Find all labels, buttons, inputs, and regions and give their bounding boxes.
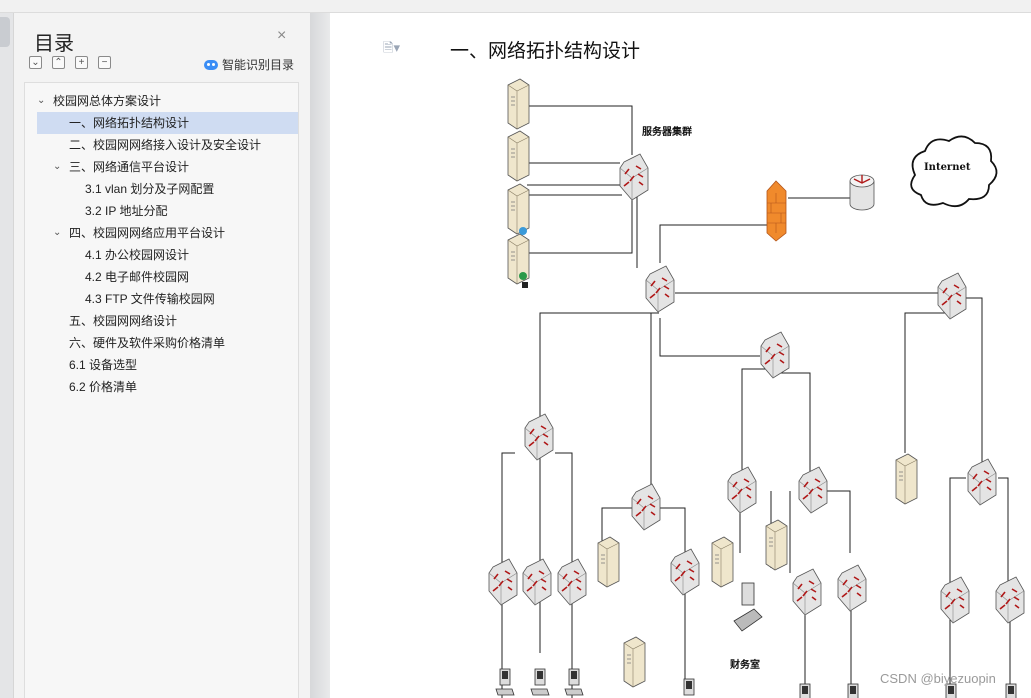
toc-item-label: 一、网络拓扑结构设计 bbox=[69, 116, 190, 130]
finance-room-label: 财务室 bbox=[729, 658, 760, 671]
toc-item-label: 六、硬件及软件采购价格清单 bbox=[69, 336, 226, 350]
ai-cloud-icon bbox=[204, 59, 218, 70]
toc-item-label: 五、校园网网络设计 bbox=[69, 314, 178, 328]
switch-icon bbox=[940, 576, 970, 624]
internet-cloud-icon bbox=[910, 135, 998, 208]
smart-toc-label: 智能识别目录 bbox=[222, 58, 295, 72]
toc-item-label: 3.2 IP 地址分配 bbox=[85, 204, 168, 218]
toc-item[interactable]: ⌄ 四、校园网网络应用平台设计 bbox=[25, 222, 298, 244]
watermark: CSDN @biyezuopin bbox=[880, 671, 996, 686]
document-icon[interactable]: 🗎▾ bbox=[383, 40, 400, 55]
server-icon bbox=[711, 536, 734, 588]
toc-item-label: 3.1 vlan 划分及子网配置 bbox=[85, 182, 215, 196]
server-cluster-label: 服务器集群 bbox=[642, 125, 692, 138]
toc-item-label: 4.2 电子邮件校园网 bbox=[85, 270, 190, 284]
chevron-down-icon[interactable]: ⌄ bbox=[53, 161, 62, 172]
switch-icon bbox=[837, 564, 867, 612]
left-rail bbox=[0, 13, 14, 698]
switch-icon bbox=[760, 331, 790, 379]
switch-icon bbox=[670, 548, 700, 596]
toc-item-label: 三、网络通信平台设计 bbox=[69, 160, 190, 174]
add-heading-icon[interactable]: + bbox=[75, 56, 88, 69]
switch-icon bbox=[631, 483, 661, 531]
switch-icon bbox=[645, 265, 675, 313]
toc-item-label: 4.3 FTP 文件传输校园网 bbox=[85, 292, 215, 306]
server-icon bbox=[765, 519, 788, 571]
toc-title: 目录 bbox=[34, 33, 74, 55]
toc-item[interactable]: ⌄ 三、网络通信平台设计 bbox=[25, 156, 298, 178]
internet-label: Internet bbox=[924, 162, 971, 173]
server-icon bbox=[507, 78, 530, 130]
server-icon bbox=[597, 536, 620, 588]
toc-item[interactable]: 六、硬件及软件采购价格清单 bbox=[25, 332, 298, 354]
toc-item-root[interactable]: ⌄ 校园网总体方案设计 bbox=[25, 90, 298, 112]
collapse-all-icon[interactable]: ⌄ bbox=[29, 56, 42, 69]
switch-icon bbox=[619, 153, 649, 201]
network-topology-diagram: 服务器集群 Internet 财务室 bbox=[488, 78, 1025, 698]
switch-icon bbox=[524, 413, 554, 461]
toc-item-label: 4.1 办公校园网设计 bbox=[85, 248, 190, 262]
chevron-down-icon[interactable]: ⌄ bbox=[53, 227, 62, 238]
server-icon bbox=[895, 453, 918, 505]
remove-heading-icon[interactable]: − bbox=[98, 56, 111, 69]
pc-icon bbox=[679, 678, 699, 698]
pc-icon bbox=[495, 668, 515, 696]
close-icon[interactable]: × bbox=[277, 27, 287, 44]
toc-panel: 目录 × ⌄ ⌃ + − 智能识别目录 ⌄ 校园网总体方案设计 一、网络拓扑结构… bbox=[14, 13, 310, 698]
switch-icon bbox=[967, 458, 997, 506]
switch-icon bbox=[937, 272, 967, 320]
toc-item[interactable]: 3.2 IP 地址分配 bbox=[25, 200, 298, 222]
phone-icon bbox=[733, 582, 763, 632]
section-heading: 一、网络拓扑结构设计 bbox=[450, 40, 641, 62]
pc-icon bbox=[1001, 683, 1021, 698]
toc-item-label: 四、校园网网络应用平台设计 bbox=[69, 226, 226, 240]
toc-item[interactable]: 二、校园网网络接入设计及安全设计 bbox=[25, 134, 298, 156]
switch-icon bbox=[727, 466, 757, 514]
expand-level-icon[interactable]: ⌃ bbox=[52, 56, 65, 69]
toc-item-label: 6.2 价格清单 bbox=[69, 380, 138, 394]
switch-icon bbox=[488, 558, 518, 606]
switch-icon bbox=[557, 558, 587, 606]
top-toolbar-strip bbox=[0, 0, 1031, 13]
pc-icon bbox=[564, 668, 584, 696]
switch-icon bbox=[995, 576, 1025, 624]
toc-item[interactable]: 3.1 vlan 划分及子网配置 bbox=[25, 178, 298, 200]
toc-item-active[interactable]: 一、网络拓扑结构设计 bbox=[37, 112, 298, 134]
smart-toc-button[interactable]: 智能识别目录 bbox=[204, 56, 294, 73]
toc-toolbar: ⌄ ⌃ + − bbox=[29, 56, 111, 69]
toc-list: ⌄ 校园网总体方案设计 一、网络拓扑结构设计 二、校园网网络接入设计及安全设计 … bbox=[24, 82, 299, 698]
pc-icon bbox=[941, 683, 961, 698]
switch-icon bbox=[522, 558, 552, 606]
toc-item[interactable]: 4.1 办公校园网设计 bbox=[25, 244, 298, 266]
panel-splitter[interactable] bbox=[310, 13, 330, 698]
router-icon bbox=[849, 174, 875, 211]
server-icon bbox=[623, 636, 646, 688]
toc-item[interactable]: 五、校园网网络设计 bbox=[25, 310, 298, 332]
pc-icon bbox=[530, 668, 550, 696]
toc-item-label: 6.1 设备选型 bbox=[69, 358, 138, 372]
toc-item-label: 校园网总体方案设计 bbox=[53, 94, 162, 108]
chevron-down-icon[interactable]: ⌄ bbox=[37, 95, 46, 106]
server-icon bbox=[507, 130, 530, 182]
rail-tab[interactable] bbox=[0, 17, 10, 47]
switch-icon bbox=[792, 568, 822, 616]
pc-icon bbox=[843, 683, 863, 698]
toc-item[interactable]: 6.2 价格清单 bbox=[25, 376, 298, 398]
toc-item[interactable]: 4.2 电子邮件校园网 bbox=[25, 266, 298, 288]
firewall-icon bbox=[766, 180, 787, 242]
toc-item-label: 二、校园网网络接入设计及安全设计 bbox=[69, 138, 262, 152]
pc-icon bbox=[795, 683, 815, 698]
switch-icon bbox=[798, 466, 828, 514]
toc-item[interactable]: 6.1 设备选型 bbox=[25, 354, 298, 376]
toc-item[interactable]: 4.3 FTP 文件传输校园网 bbox=[25, 288, 298, 310]
server-icon bbox=[507, 183, 530, 235]
document-page: 🗎▾ 一、网络拓扑结构设计 bbox=[330, 13, 1031, 698]
